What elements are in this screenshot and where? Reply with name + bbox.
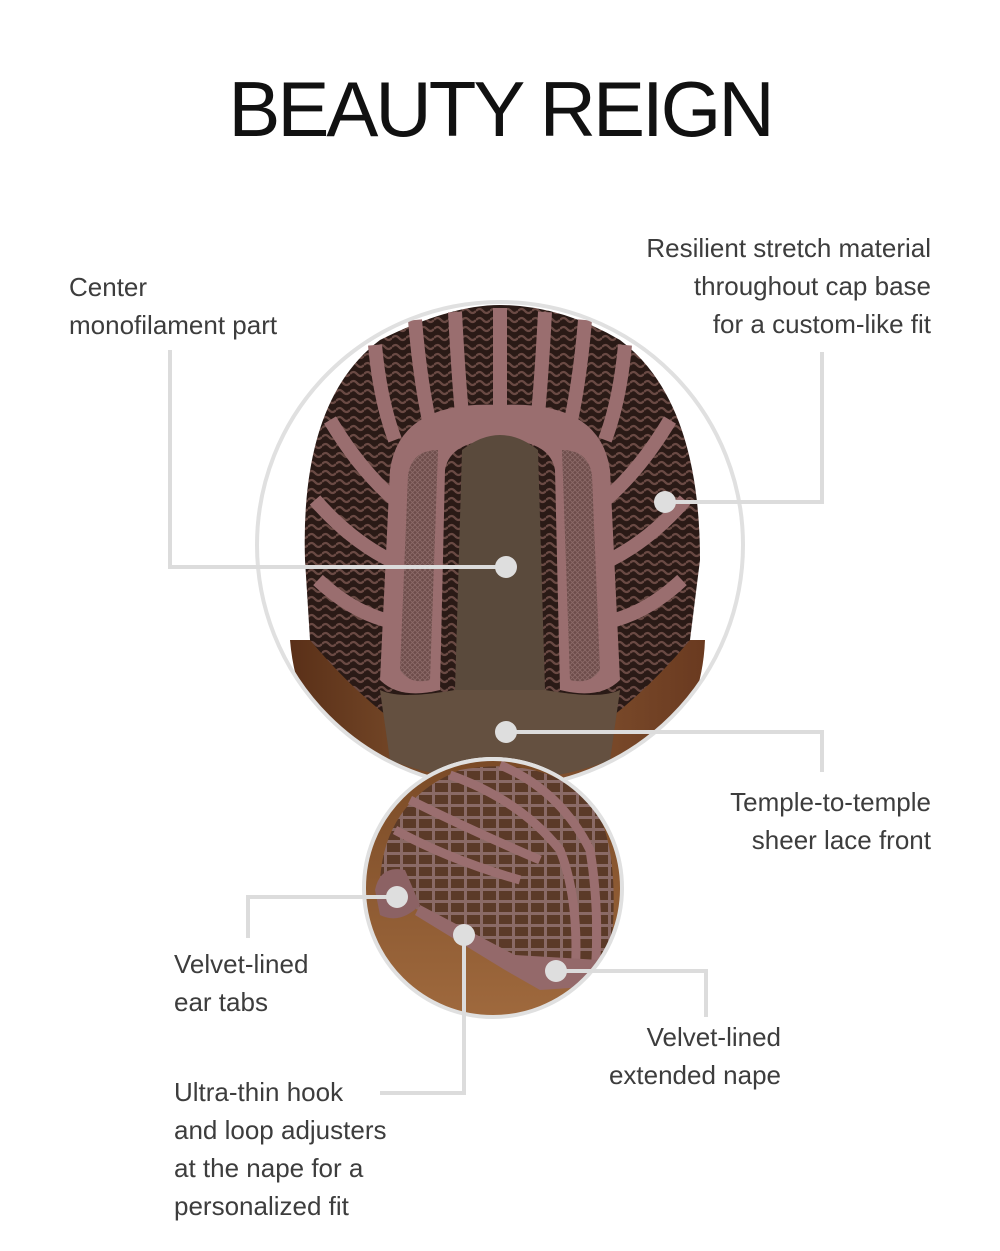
- leader-extended-nape: [556, 969, 708, 1017]
- top-view-image: [257, 302, 743, 788]
- leader-lace-front: [506, 730, 824, 772]
- callout-temple-to-temple-lace-front: Temple-to-temple sheer lace front: [730, 787, 931, 855]
- dot-extended-nape: [545, 960, 567, 982]
- leader-hook-loop: [380, 935, 466, 1095]
- callout-dots: [386, 491, 676, 982]
- callout-center-monofilament-part: Center monofilament part: [69, 272, 278, 340]
- dot-ear-tabs: [386, 886, 408, 908]
- callout-velvet-lined-ear-tabs: Velvet-lined ear tabs: [174, 949, 309, 1017]
- dot-lace-front: [495, 721, 517, 743]
- dot-stretch-material: [654, 491, 676, 513]
- leader-center-monofilament: [168, 350, 506, 569]
- nape-view-image: [362, 757, 624, 1019]
- nape-view-frame: [362, 757, 624, 1019]
- callout-resilient-stretch-material: Resilient stretch material throughout ca…: [646, 233, 931, 339]
- leader-stretch-material: [665, 352, 824, 504]
- leader-lines: [168, 350, 824, 1095]
- dot-hook-loop: [453, 924, 475, 946]
- page-title: BEAUTY REIGN: [228, 65, 774, 153]
- callout-hook-and-loop-adjusters: Ultra-thin hook and loop adjusters at th…: [174, 1077, 387, 1221]
- dot-center-monofilament: [495, 556, 517, 578]
- callout-velvet-lined-extended-nape: Velvet-lined extended nape: [608, 1022, 781, 1090]
- leader-ear-tabs: [246, 895, 397, 938]
